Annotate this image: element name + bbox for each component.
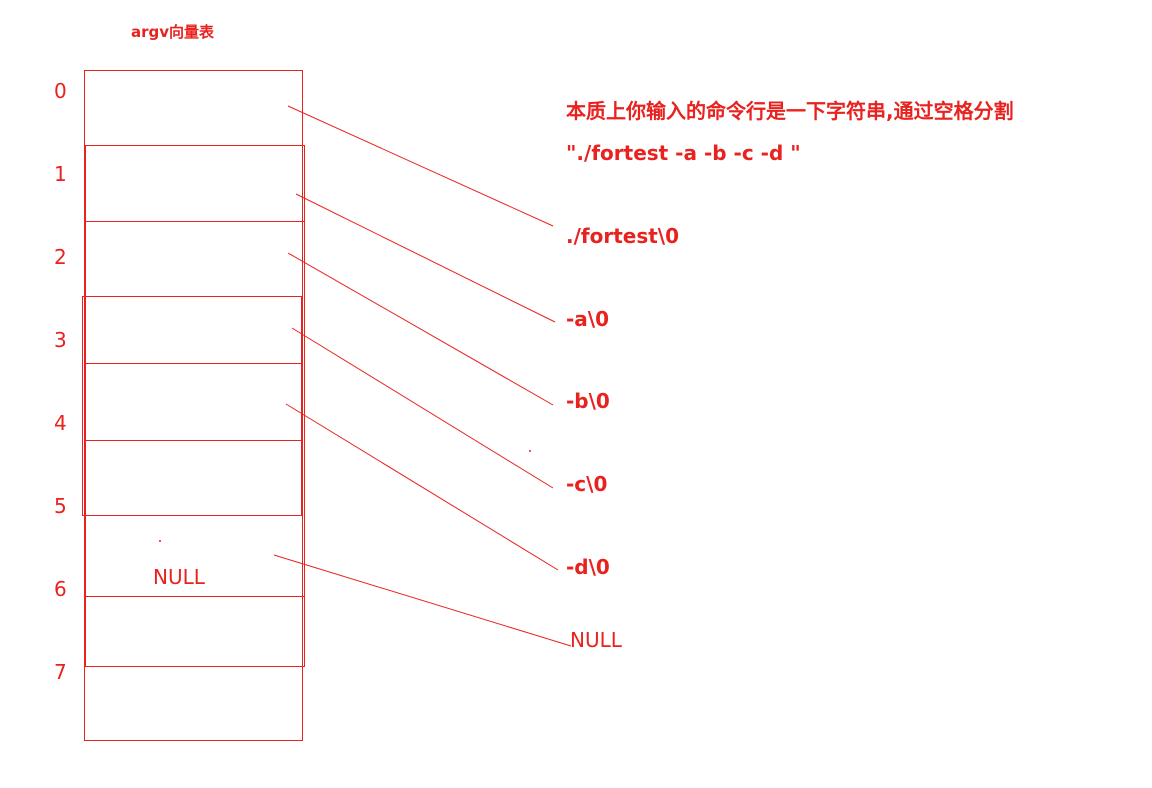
- argv-table-outline: [84, 70, 303, 741]
- index-label: 4: [54, 411, 67, 435]
- arg-string: -a\0: [566, 307, 610, 331]
- index-label: 3: [54, 328, 67, 352]
- explanation-line-1: 本质上你输入的命令行是一下字符串,通过空格分割: [566, 99, 1014, 123]
- index-label: 5: [54, 494, 67, 518]
- index-label: 7: [54, 660, 67, 684]
- pointer-line-4: [285, 403, 559, 571]
- index-label: 6: [54, 577, 67, 601]
- overlay-box: [85, 145, 305, 667]
- explanation-line-2: "./fortest -a -b -c -d ": [566, 141, 801, 165]
- pointer-line-null: [273, 554, 572, 647]
- diagram-title: argv向量表: [131, 23, 215, 41]
- arg-string: -d\0: [566, 555, 610, 579]
- arg-string: -b\0: [566, 389, 610, 413]
- pointer-line-2: [287, 252, 554, 406]
- arg-string: ./fortest\0: [566, 224, 680, 248]
- index-label: 0: [54, 79, 67, 103]
- overlay-box: [82, 296, 302, 516]
- pointer-line-3: [291, 327, 554, 489]
- stray-dot: [159, 540, 161, 542]
- index-label: 2: [54, 245, 67, 269]
- pointer-line-1: [295, 193, 556, 323]
- cell-null-label: NULL: [153, 565, 205, 589]
- null-target-label: NULL: [570, 628, 622, 652]
- index-label: 1: [54, 162, 67, 186]
- arg-string: -c\0: [566, 472, 608, 496]
- stray-dot: [529, 450, 531, 452]
- pointer-line-0: [287, 105, 554, 227]
